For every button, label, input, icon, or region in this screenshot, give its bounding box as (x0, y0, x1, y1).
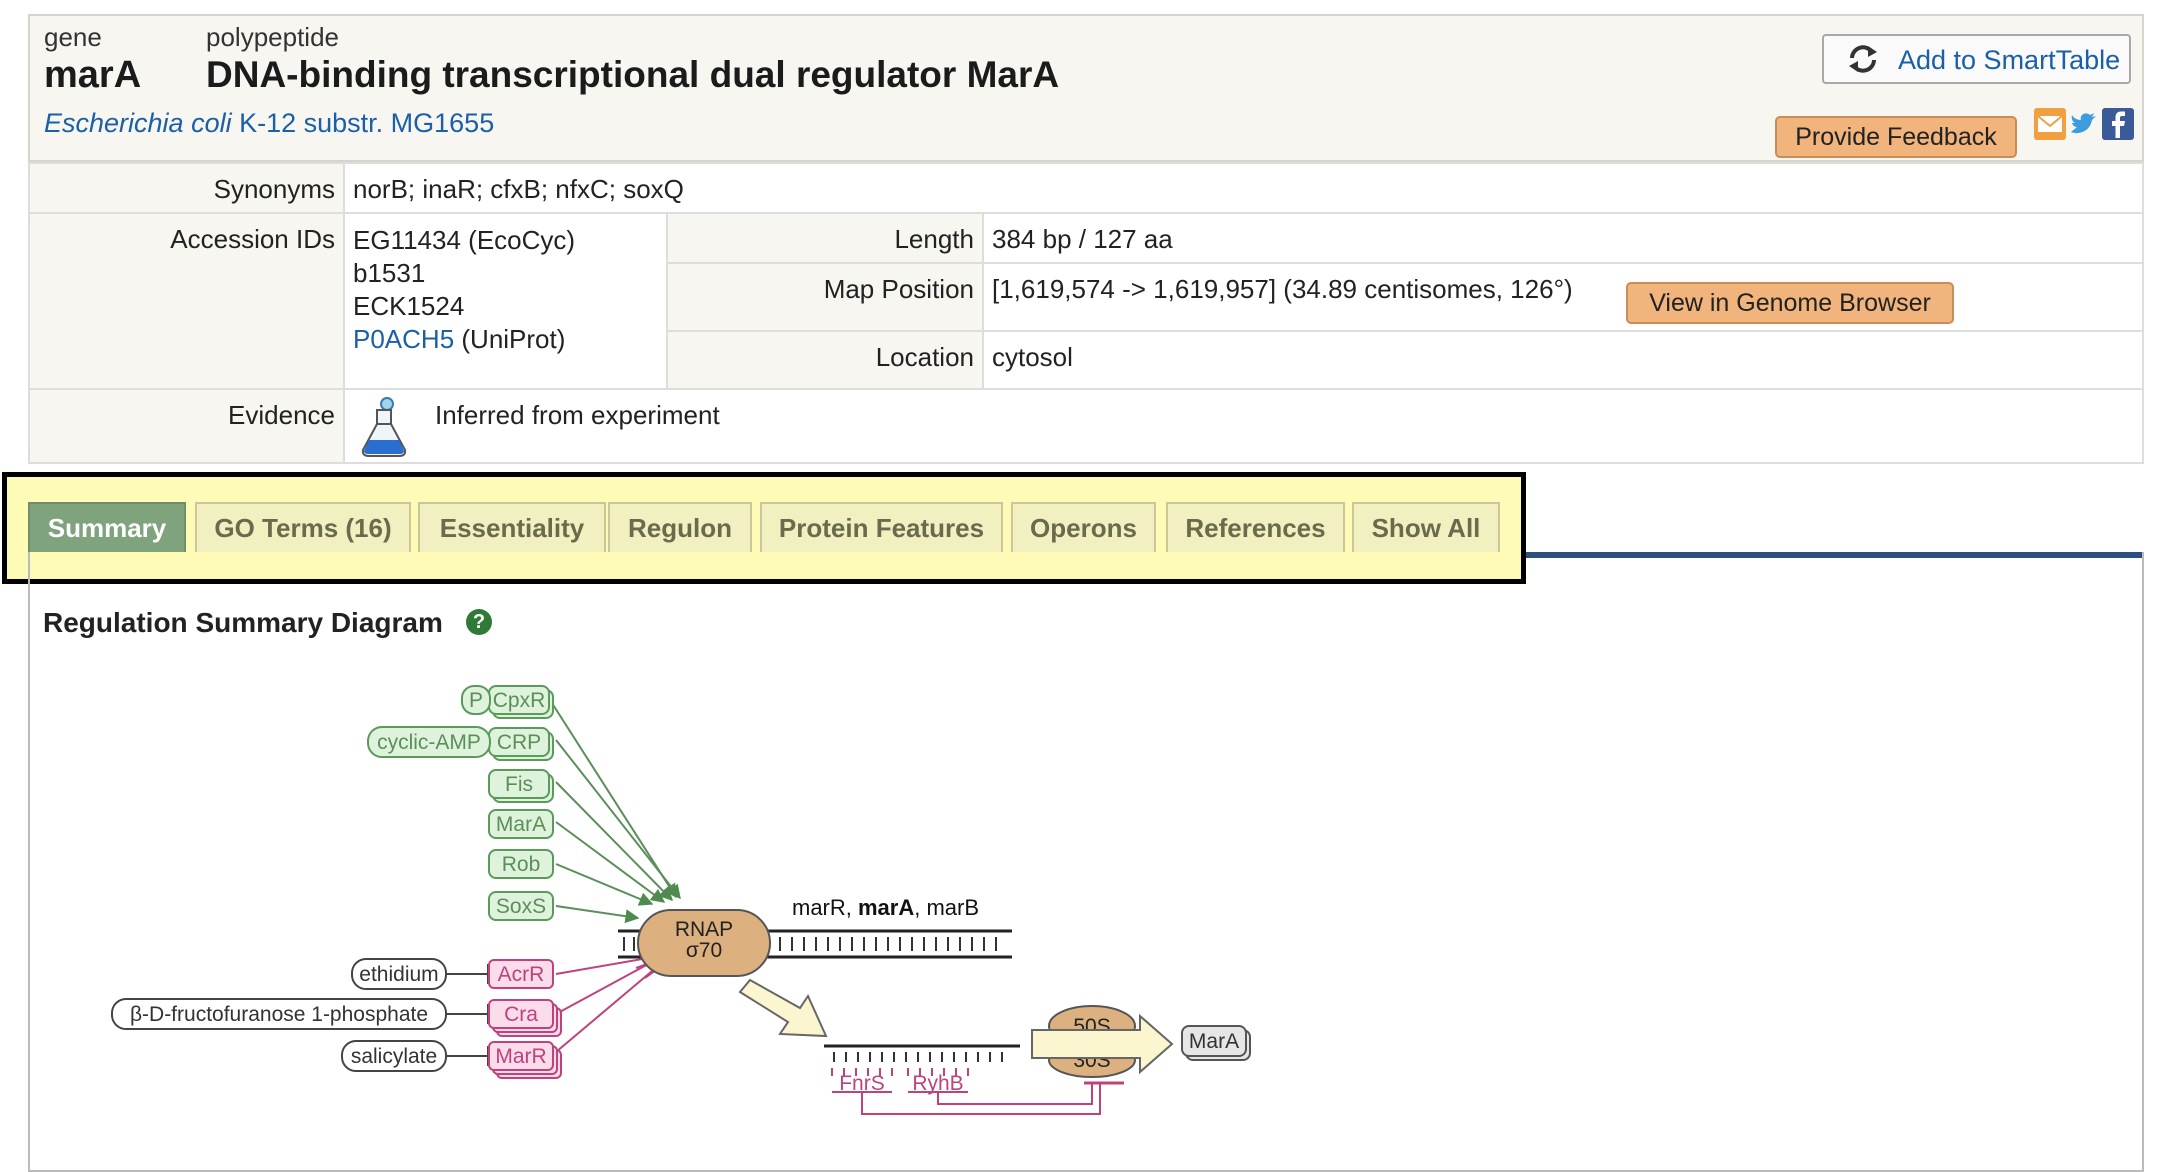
regulator-label: AcrR (498, 963, 545, 986)
accession-label-cell: Accession IDs (28, 212, 345, 390)
regulator-label: Rob (502, 853, 541, 876)
map-position-label-cell: Map Position (666, 262, 984, 332)
gene-name: marA (44, 54, 142, 96)
add-to-smarttable-label: Add to SmartTable (1898, 45, 2121, 75)
product-type-label: polypeptide (206, 22, 339, 52)
uniprot-link[interactable]: P0ACH5 (353, 324, 455, 354)
ligand-cyclic-amp[interactable]: cyclic-AMP (367, 726, 491, 758)
length-label-cell: Length (666, 212, 984, 264)
regulator-label: CRP (497, 731, 541, 754)
evidence-value: Inferred from experiment (435, 400, 720, 430)
synonyms-label-cell: Synonyms (28, 162, 345, 214)
regulator-label: CpxR (493, 689, 546, 712)
tab-summary[interactable]: Summary (28, 502, 186, 552)
regulator-acrr[interactable]: AcrR (488, 959, 554, 989)
ligand-ethidium[interactable]: ethidium (351, 958, 447, 990)
accession-list: EG11434 (EcoCyc) b1531 ECK1524 P0ACH5 (U… (353, 224, 575, 356)
svg-text:RNAP: RNAP (675, 918, 733, 941)
organism-strain: K-12 substr. MG1655 (231, 108, 495, 138)
tab-regulon[interactable]: Regulon (608, 502, 752, 552)
accession-b-number: b1531 (353, 258, 426, 288)
tab-references[interactable]: References (1166, 502, 1345, 552)
transcription-arrow (738, 978, 828, 1038)
view-in-genome-browser-button[interactable]: View in Genome Browser (1626, 282, 1954, 324)
ligand-label: P (469, 689, 483, 712)
tab-go-terms[interactable]: GO Terms (16) (195, 502, 411, 552)
regulator-cpxr[interactable]: CpxR (488, 685, 554, 719)
tab-essentiality[interactable]: Essentiality (418, 502, 606, 552)
rnap-sigma70[interactable]: RNAP σ70 (637, 909, 771, 977)
srna-ryhb[interactable]: RyhB (912, 1072, 963, 1095)
translation-arrow (1031, 1013, 1174, 1075)
length-value: 384 bp / 127 aa (992, 224, 1173, 254)
srna-fnrs[interactable]: FnrS (839, 1072, 885, 1095)
regulator-crp[interactable]: CRP (488, 727, 554, 761)
ligand-fructofuranose[interactable]: β-D-fructofuranose 1-phosphate (111, 998, 447, 1030)
map-position-value: [1,619,574 -> 1,619,957] (34.89 centisom… (992, 274, 1573, 304)
regulator-soxs[interactable]: SoxS (488, 891, 554, 921)
ligand-salicylate[interactable]: salicylate (341, 1040, 447, 1072)
svg-text:MarA: MarA (1189, 1030, 1239, 1053)
regulator-label: MarA (496, 813, 546, 836)
ligand-p[interactable]: P (461, 685, 491, 715)
help-icon[interactable]: ? (466, 609, 492, 635)
svg-text:σ70: σ70 (686, 939, 722, 962)
regulator-label: SoxS (496, 895, 546, 918)
page-title: DNA-binding transcriptional dual regulat… (206, 54, 1060, 95)
regulator-label: Fis (505, 773, 533, 796)
evidence-label: Evidence (228, 400, 335, 430)
synonyms-value: norB; inaR; cfxB; nfxC; soxQ (353, 174, 684, 204)
tab-underline (1526, 552, 2144, 558)
diagram-title: Regulation Summary Diagram (43, 607, 443, 638)
accession-label: Accession IDs (170, 224, 335, 254)
location-value: cytosol (992, 342, 1073, 372)
facebook-icon[interactable] (2102, 108, 2134, 140)
type-label: gene (44, 22, 102, 52)
gene-header: gene marA polypeptide DNA-binding transc… (28, 14, 2144, 162)
refresh-icon (1849, 45, 1877, 73)
location-label-cell: Location (666, 330, 984, 390)
organism-genus-species: Escherichia coli (44, 108, 232, 138)
tab-show-all[interactable]: Show All (1352, 502, 1500, 552)
regulator-rob[interactable]: Rob (488, 849, 554, 879)
accession-ecocyc: EG11434 (EcoCyc) (353, 225, 576, 255)
regulator-label: Cra (504, 1003, 538, 1026)
length-label: Length (894, 224, 974, 254)
add-to-smarttable-button[interactable]: Add to SmartTable (1822, 34, 2131, 84)
tab-protein-features[interactable]: Protein Features (760, 502, 1003, 552)
evidence-value-cell: Inferred from experiment (343, 388, 2144, 464)
email-icon[interactable] (2034, 108, 2066, 140)
ligand-label: β-D-fructofuranose 1-phosphate (130, 1003, 428, 1026)
regulator-fis[interactable]: Fis (488, 769, 554, 803)
accession-values-cell: EG11434 (EcoCyc) b1531 ECK1524 P0ACH5 (U… (343, 212, 668, 390)
twitter-icon[interactable] (2068, 108, 2100, 140)
synonyms-label: Synonyms (213, 174, 335, 204)
regulator-label: MarR (495, 1045, 546, 1068)
regulator-marr[interactable]: MarR (488, 1041, 562, 1079)
accession-uniprot: P0ACH5 (UniProt) (353, 323, 575, 356)
ligand-label: salicylate (351, 1045, 437, 1068)
uniprot-suffix: (UniProt) (454, 324, 566, 354)
operon-genes-label[interactable]: marR, marA, marB (792, 895, 979, 920)
map-position-label: Map Position (823, 274, 974, 304)
evidence-label-cell: Evidence (28, 388, 345, 464)
regulator-mara[interactable]: MarA (488, 809, 554, 839)
flask-icon[interactable] (357, 396, 411, 458)
gene-info-table: Synonyms norB; inaR; cfxB; nfxC; soxQ Ac… (28, 162, 2144, 464)
ligand-label: cyclic-AMP (377, 731, 481, 754)
product-mara[interactable]: MarA (1181, 1025, 1251, 1061)
provide-feedback-button[interactable]: Provide Feedback (1775, 116, 2017, 158)
accession-eck: ECK1524 (353, 291, 465, 321)
tab-operons[interactable]: Operons (1011, 502, 1156, 552)
organism-link[interactable]: Escherichia coli K-12 substr. MG1655 (44, 108, 494, 139)
location-label: Location (875, 342, 974, 372)
regulator-cra[interactable]: Cra (488, 999, 562, 1037)
ligand-label: ethidium (359, 963, 438, 986)
